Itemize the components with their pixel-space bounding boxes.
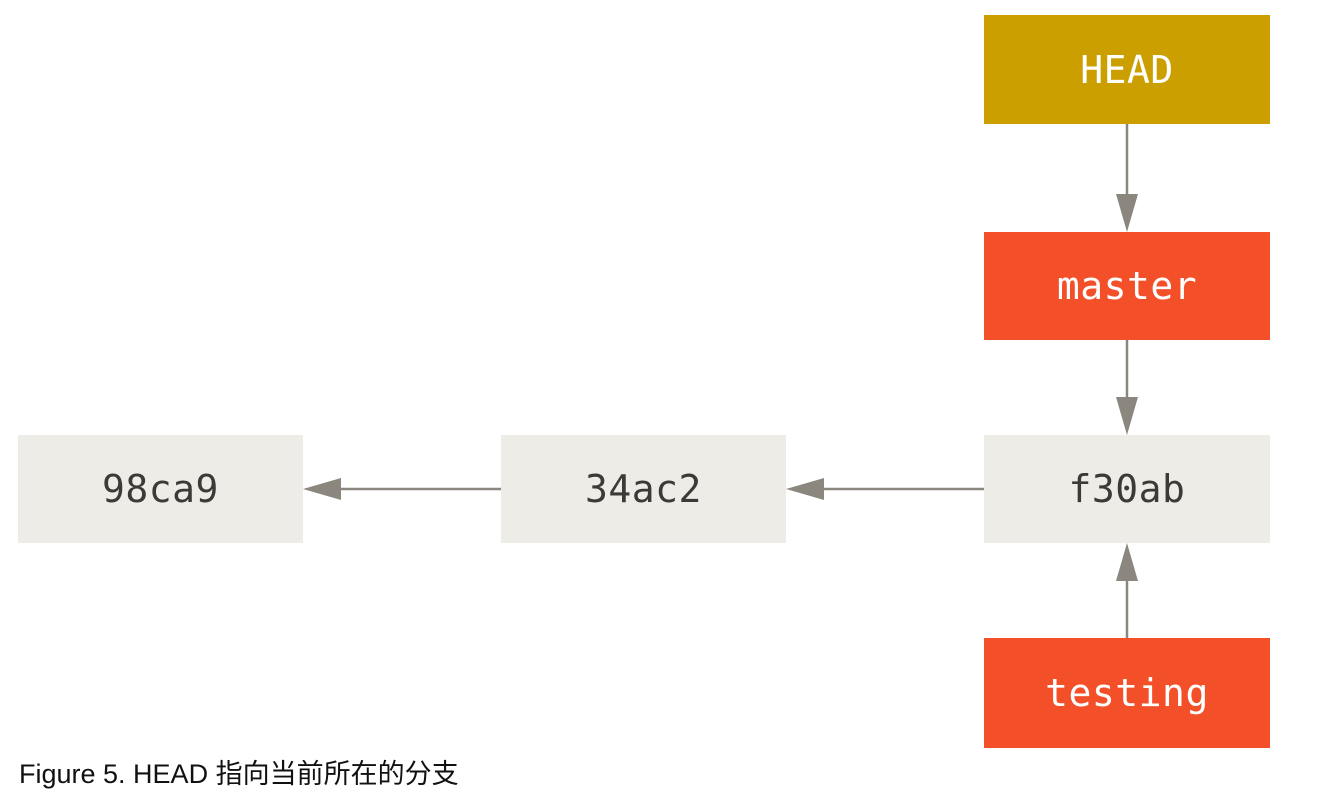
edge-f30ab-to-34ac2	[786, 478, 984, 500]
edge-head-to-master	[1116, 124, 1138, 232]
edge-testing-to-f30ab	[1116, 543, 1138, 638]
commit-f30ab: f30ab	[984, 435, 1270, 543]
edge-34ac2-to-98ca9	[303, 478, 501, 500]
commit-34ac2: 34ac2	[501, 435, 786, 543]
commit-98ca9: 98ca9	[18, 435, 303, 543]
branch-testing: testing	[984, 638, 1270, 748]
figure-caption: Figure 5. HEAD 指向当前所在的分支	[19, 759, 459, 789]
branch-master: master	[984, 232, 1270, 340]
head-pointer: HEAD	[984, 15, 1270, 124]
edge-master-to-f30ab	[1116, 340, 1138, 435]
